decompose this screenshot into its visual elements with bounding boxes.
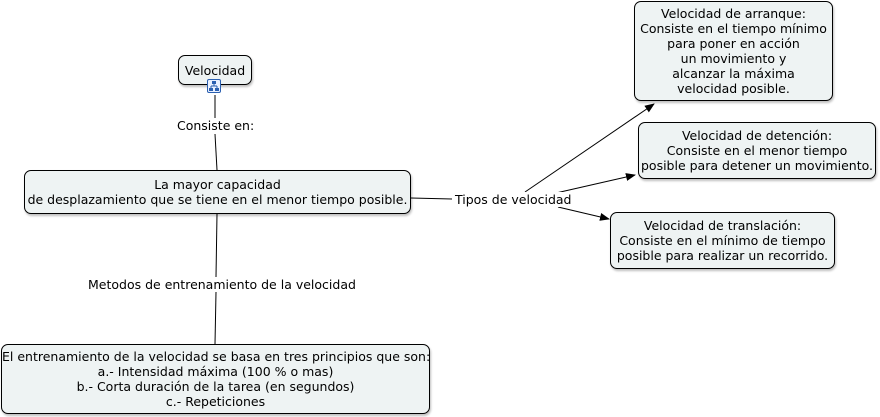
detencion-line-1: Velocidad de detención: xyxy=(681,128,833,143)
detencion-line-2: Consiste en el menor tiempo xyxy=(666,143,848,158)
arranque-line-4: un movimiento y xyxy=(680,51,787,66)
traslacion-line-1: Velocidad de translación: xyxy=(643,218,802,233)
main-concept-line-2: de desplazamiento que se tiene en el men… xyxy=(27,192,408,207)
training-line-2: a.- Intensidad máxima (100 % o mas) xyxy=(97,364,334,379)
linking-phrase-consiste[interactable]: Consiste en: xyxy=(176,118,256,133)
arranque-line-2: Consiste en el tiempo mínimo xyxy=(640,21,827,36)
linking-phrase-metodos[interactable]: Metodos de entrenamiento de la velocidad xyxy=(87,277,357,292)
traslacion-line-3: posible para realizar un recorrido. xyxy=(616,248,829,263)
connector-tipos-to-traslacion xyxy=(557,206,610,221)
traslacion-line-2: Consiste en el mínimo de tiempo xyxy=(619,233,826,248)
type-node-arranque[interactable]: Velocidad de arranque: Consiste en el ti… xyxy=(634,1,833,101)
connector-consiste-to-main xyxy=(214,133,218,171)
training-line-3: b.- Corta duración de la tarea (en segun… xyxy=(76,379,355,394)
root-concept-title: Velocidad xyxy=(184,62,246,78)
detencion-line-3: posible para detener un movimiento. xyxy=(640,158,874,173)
arranque-line-1: Velocidad de arranque: xyxy=(661,6,806,21)
connector-tipos-to-detencion xyxy=(555,173,636,194)
linking-phrase-tipos[interactable]: Tipos de velocidad xyxy=(454,192,573,207)
training-line-1: El entrenamiento de la velocidad se basa… xyxy=(2,349,431,364)
connector-main-to-tipos xyxy=(410,197,453,200)
arranque-line-3: para poner en acción xyxy=(667,36,800,51)
main-concept-node[interactable]: La mayor capacidad de desplazamiento que… xyxy=(24,170,411,214)
arranque-line-5: alcanzar la máxima xyxy=(672,66,795,81)
submap-icon[interactable] xyxy=(207,79,221,93)
connector-tipos-to-arranque xyxy=(524,103,655,193)
connector-main-to-metodos xyxy=(215,213,218,278)
training-line-4: c.- Repeticiones xyxy=(165,394,266,409)
type-node-detencion[interactable]: Velocidad de detención: Consiste en el m… xyxy=(638,122,876,179)
arranque-line-6: velocidad posible. xyxy=(677,81,790,96)
main-concept-line-1: La mayor capacidad xyxy=(154,177,281,192)
hierarchy-glyph xyxy=(209,81,219,91)
training-concept-node[interactable]: El entrenamiento de la velocidad se basa… xyxy=(1,344,430,414)
connector-metodos-to-training xyxy=(214,291,217,345)
type-node-traslacion[interactable]: Velocidad de translación: Consiste en el… xyxy=(610,212,835,269)
